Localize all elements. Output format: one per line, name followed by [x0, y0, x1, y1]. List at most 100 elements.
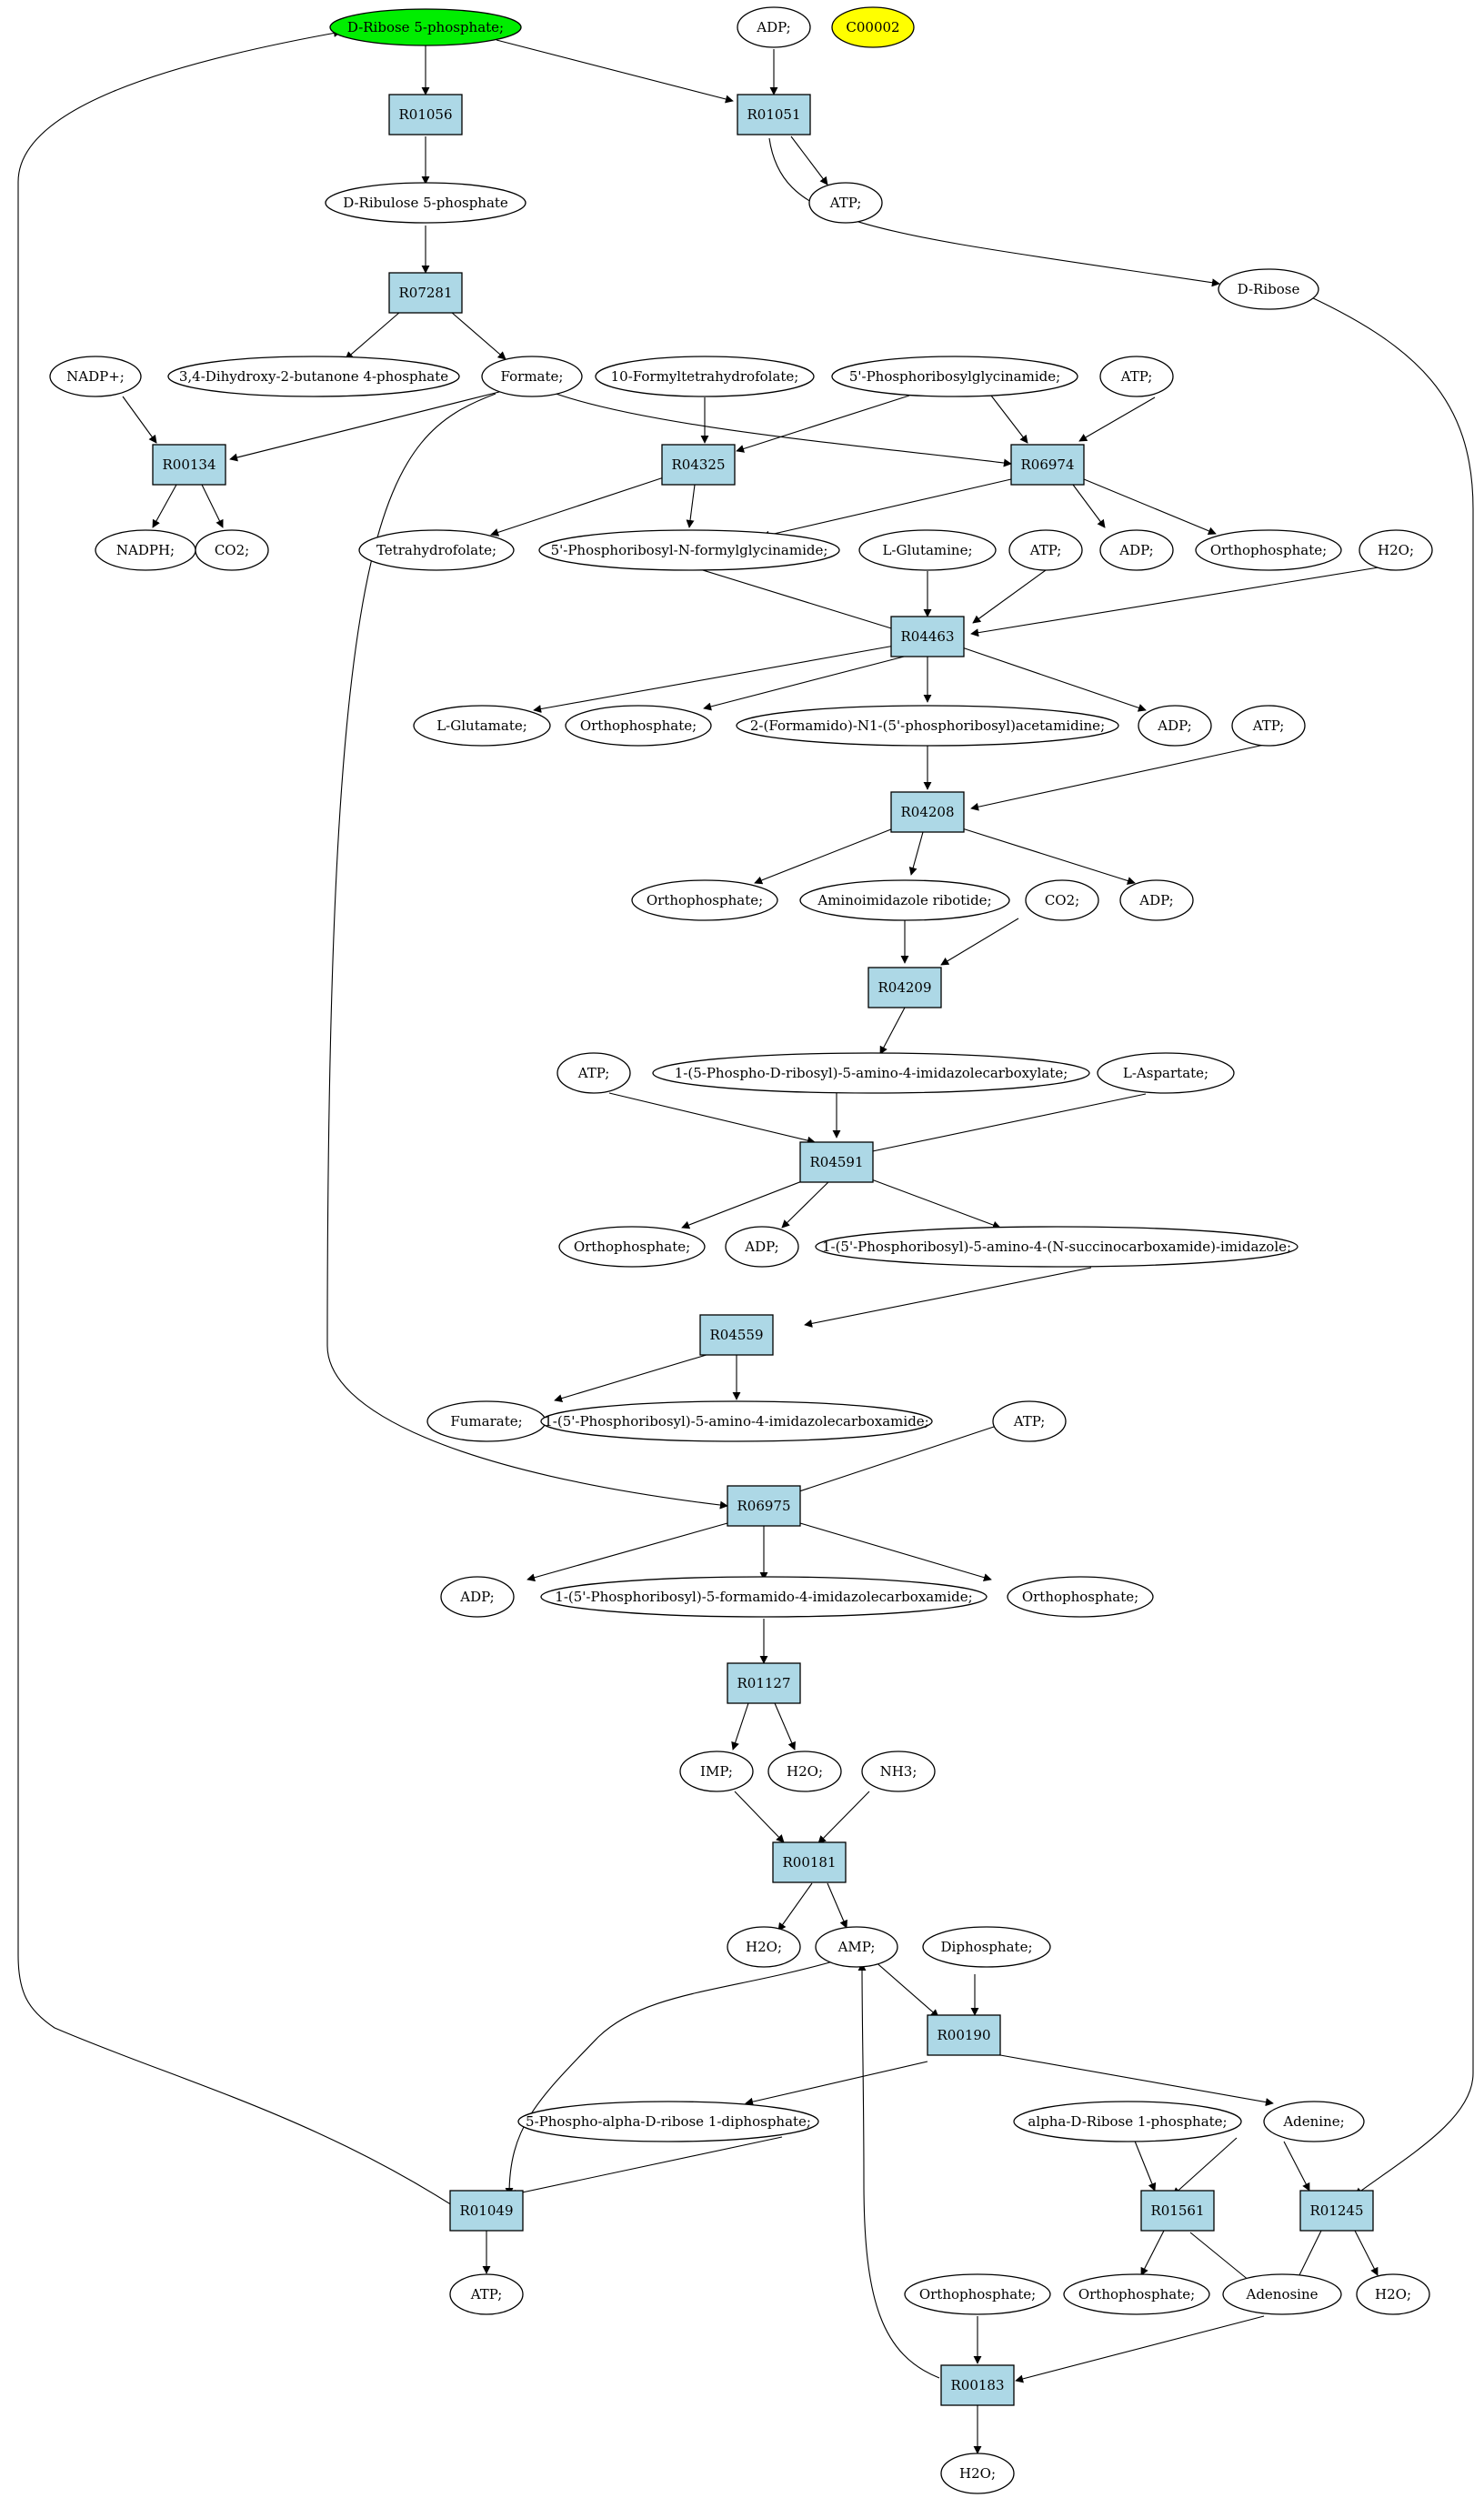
metabolite-adenosine[interactable]: Adenosine: [1222, 2273, 1342, 2315]
metabolite-h2o[interactable]: H2O;: [727, 1926, 801, 1968]
reaction-r04463[interactable]: R04463: [890, 616, 965, 657]
metabolite-adenine[interactable]: Adenine;: [1263, 2101, 1365, 2142]
metabolite-label: Adenine;: [1282, 2113, 1344, 2130]
metabolite-amp[interactable]: AMP;: [815, 1926, 898, 1968]
metabolite-tetrahydrofolate[interactable]: Tetrahydrofolate;: [358, 529, 515, 571]
metabolite-co2[interactable]: CO2;: [1025, 879, 1099, 921]
metabolite-l-glutamine[interactable]: L-Glutamine;: [858, 529, 997, 571]
edge: [990, 395, 1028, 444]
metabolite-label: L-Glutamine;: [882, 542, 972, 558]
edge: [958, 827, 1136, 885]
metabolite-h2o[interactable]: H2O;: [940, 2453, 1015, 2494]
metabolite-label: Formate;: [501, 368, 564, 385]
metabolite-atp[interactable]: ATP;: [992, 1400, 1067, 1442]
metabolite-alpha-d-ribose-1-phosphate[interactable]: alpha-D-Ribose 1-phosphate;: [1013, 2101, 1242, 2142]
reaction-r00181[interactable]: R00181: [772, 1841, 847, 1883]
reaction-r00134[interactable]: R00134: [152, 444, 226, 486]
metabolite-aicar[interactable]: 1-(5'-Phosphoribosyl)-5-amino-4-imidazol…: [540, 1400, 933, 1442]
metabolite-c00002[interactable]: C00002: [831, 6, 915, 48]
metabolite-saicar[interactable]: 1-(5'-Phosphoribosyl)-5-amino-4-(N-succi…: [815, 1226, 1298, 1268]
reaction-r01245[interactable]: R01245: [1299, 2190, 1374, 2232]
metabolite-orthophosphate[interactable]: Orthophosphate;: [558, 1226, 706, 1268]
metabolite-layer: L-Glutamine;: [858, 529, 997, 571]
reaction-r01056[interactable]: R01056: [388, 94, 463, 135]
metabolite-label: ADP;: [1118, 542, 1153, 558]
edge: [508, 2136, 783, 2198]
metabolite-atp[interactable]: ATP;: [1231, 705, 1306, 747]
metabolite-label: Adenosine: [1245, 2286, 1318, 2302]
metabolite-atp[interactable]: ATP;: [449, 2273, 524, 2315]
metabolite-cair[interactable]: 1-(5-Phospho-D-ribosyl)-5-amino-4-imidaz…: [652, 1052, 1090, 1094]
metabolite-adp[interactable]: ADP;: [1119, 879, 1194, 921]
metabolite-butanone-phosphate[interactable]: 3,4-Dihydroxy-2-butanone 4-phosphate: [167, 356, 460, 397]
metabolite-fumarate[interactable]: Fumarate;: [426, 1400, 546, 1442]
metabolite-adp[interactable]: ADP;: [1138, 705, 1212, 747]
reaction-label: R01561: [1150, 2202, 1204, 2219]
metabolite-gar[interactable]: 5'-Phosphoribosylglycinamide;: [831, 356, 1078, 397]
metabolite-atp[interactable]: ATP;: [556, 1052, 631, 1094]
metabolite-orthophosphate[interactable]: Orthophosphate;: [904, 2273, 1051, 2315]
reaction-r04208[interactable]: R04208: [890, 791, 965, 833]
metabolite-label: C00002: [846, 19, 899, 35]
metabolite-orthophosphate[interactable]: Orthophosphate;: [1007, 1576, 1154, 1618]
reaction-r01561[interactable]: R01561: [1140, 2190, 1215, 2232]
reaction-label: R01245: [1309, 2202, 1363, 2219]
edge: [734, 1791, 785, 1843]
metabolite-atp[interactable]: ATP;: [1008, 529, 1083, 571]
reaction-label: R01051: [747, 106, 800, 123]
edge: [608, 1092, 816, 1145]
metabolite-nadp[interactable]: NADP+;: [49, 356, 142, 397]
metabolite-d-ribulose-5-phosphate[interactable]: D-Ribulose 5-phosphate: [325, 182, 526, 224]
reaction-r06975[interactable]: R06975: [727, 1485, 801, 1527]
reaction-r00190[interactable]: R00190: [927, 2014, 1001, 2056]
metabolite-aminoimidazole-ribotide[interactable]: Aminoimidazole ribotide;: [799, 879, 1010, 921]
metabolite-adp[interactable]: ADP;: [1099, 529, 1174, 571]
metabolite-h2o[interactable]: H2O;: [1356, 2273, 1430, 2315]
edge: [785, 1422, 1006, 1498]
metabolite-formate[interactable]: Formate;: [481, 356, 583, 397]
metabolite-label: L-Glutamate;: [436, 717, 527, 734]
reaction-r04591[interactable]: R04591: [799, 1141, 874, 1183]
reaction-label: R06975: [737, 1498, 790, 1514]
reaction-r06974[interactable]: R06974: [1010, 444, 1085, 486]
metabolite-fgam[interactable]: 2-(Formamido)-N1-(5'-phosphoribosyl)acet…: [736, 705, 1119, 747]
metabolite-atp[interactable]: ATP;: [808, 182, 883, 224]
metabolite-d-ribose-5-phosphate[interactable]: D-Ribose 5-phosphate;: [329, 8, 522, 46]
reaction-r04325[interactable]: R04325: [661, 444, 736, 486]
metabolite-orthophosphate[interactable]: Orthophosphate;: [565, 705, 712, 747]
metabolite-co2[interactable]: CO2;: [195, 529, 269, 571]
metabolite-orthophosphate[interactable]: Orthophosphate;: [631, 879, 778, 921]
metabolite-orthophosphate[interactable]: Orthophosphate;: [1195, 529, 1342, 571]
metabolite-orthophosphate[interactable]: Orthophosphate;: [1063, 2273, 1210, 2315]
metabolite-d-ribose[interactable]: D-Ribose: [1218, 268, 1319, 310]
reaction-r07281[interactable]: R07281: [388, 272, 463, 314]
reaction-r01049[interactable]: R01049: [449, 2190, 524, 2232]
metabolite-fgar[interactable]: 5'-Phosphoribosyl-N-formylglycinamide;: [538, 529, 840, 571]
reaction-r00183[interactable]: R00183: [940, 2364, 1015, 2406]
metabolite-adp[interactable]: ADP;: [737, 6, 811, 48]
metabolite-faicar[interactable]: 1-(5'-Phosphoribosyl)-5-formamido-4-imid…: [540, 1576, 988, 1618]
metabolite-prpp[interactable]: 5-Phospho-alpha-D-ribose 1-diphosphate;: [517, 2101, 819, 2142]
reaction-r01127[interactable]: R01127: [727, 1662, 801, 1704]
edge: [152, 484, 177, 528]
edge: [804, 1267, 1092, 1328]
reaction-label: R04591: [809, 1154, 863, 1170]
reaction-r04559[interactable]: R04559: [699, 1314, 774, 1356]
metabolite-diphosphate[interactable]: Diphosphate;: [922, 1926, 1051, 1968]
metabolite-nadph[interactable]: NADPH;: [95, 529, 196, 571]
reaction-r04209[interactable]: R04209: [867, 967, 942, 1008]
reaction-label: R01049: [459, 2202, 513, 2219]
metabolite-h2o[interactable]: H2O;: [767, 1751, 842, 1792]
metabolite-l-glutamate[interactable]: L-Glutamate;: [413, 705, 551, 747]
metabolite-nh3[interactable]: NH3;: [861, 1751, 936, 1792]
edge: [1015, 2315, 1265, 2383]
metabolite-l-aspartate[interactable]: L-Aspartate;: [1097, 1052, 1235, 1094]
metabolite-atp[interactable]: ATP;: [1099, 356, 1174, 397]
reaction-r01051[interactable]: R01051: [737, 94, 811, 135]
metabolite-h2o[interactable]: H2O;: [1359, 529, 1433, 571]
metabolite-adp[interactable]: ADP;: [440, 1576, 515, 1618]
metabolite-10-formyltetrahydrofolate[interactable]: 10-Formyltetrahydrofolate;: [595, 356, 815, 397]
metabolite-imp[interactable]: IMP;: [679, 1751, 754, 1792]
metabolite-adp[interactable]: ADP;: [725, 1226, 799, 1268]
